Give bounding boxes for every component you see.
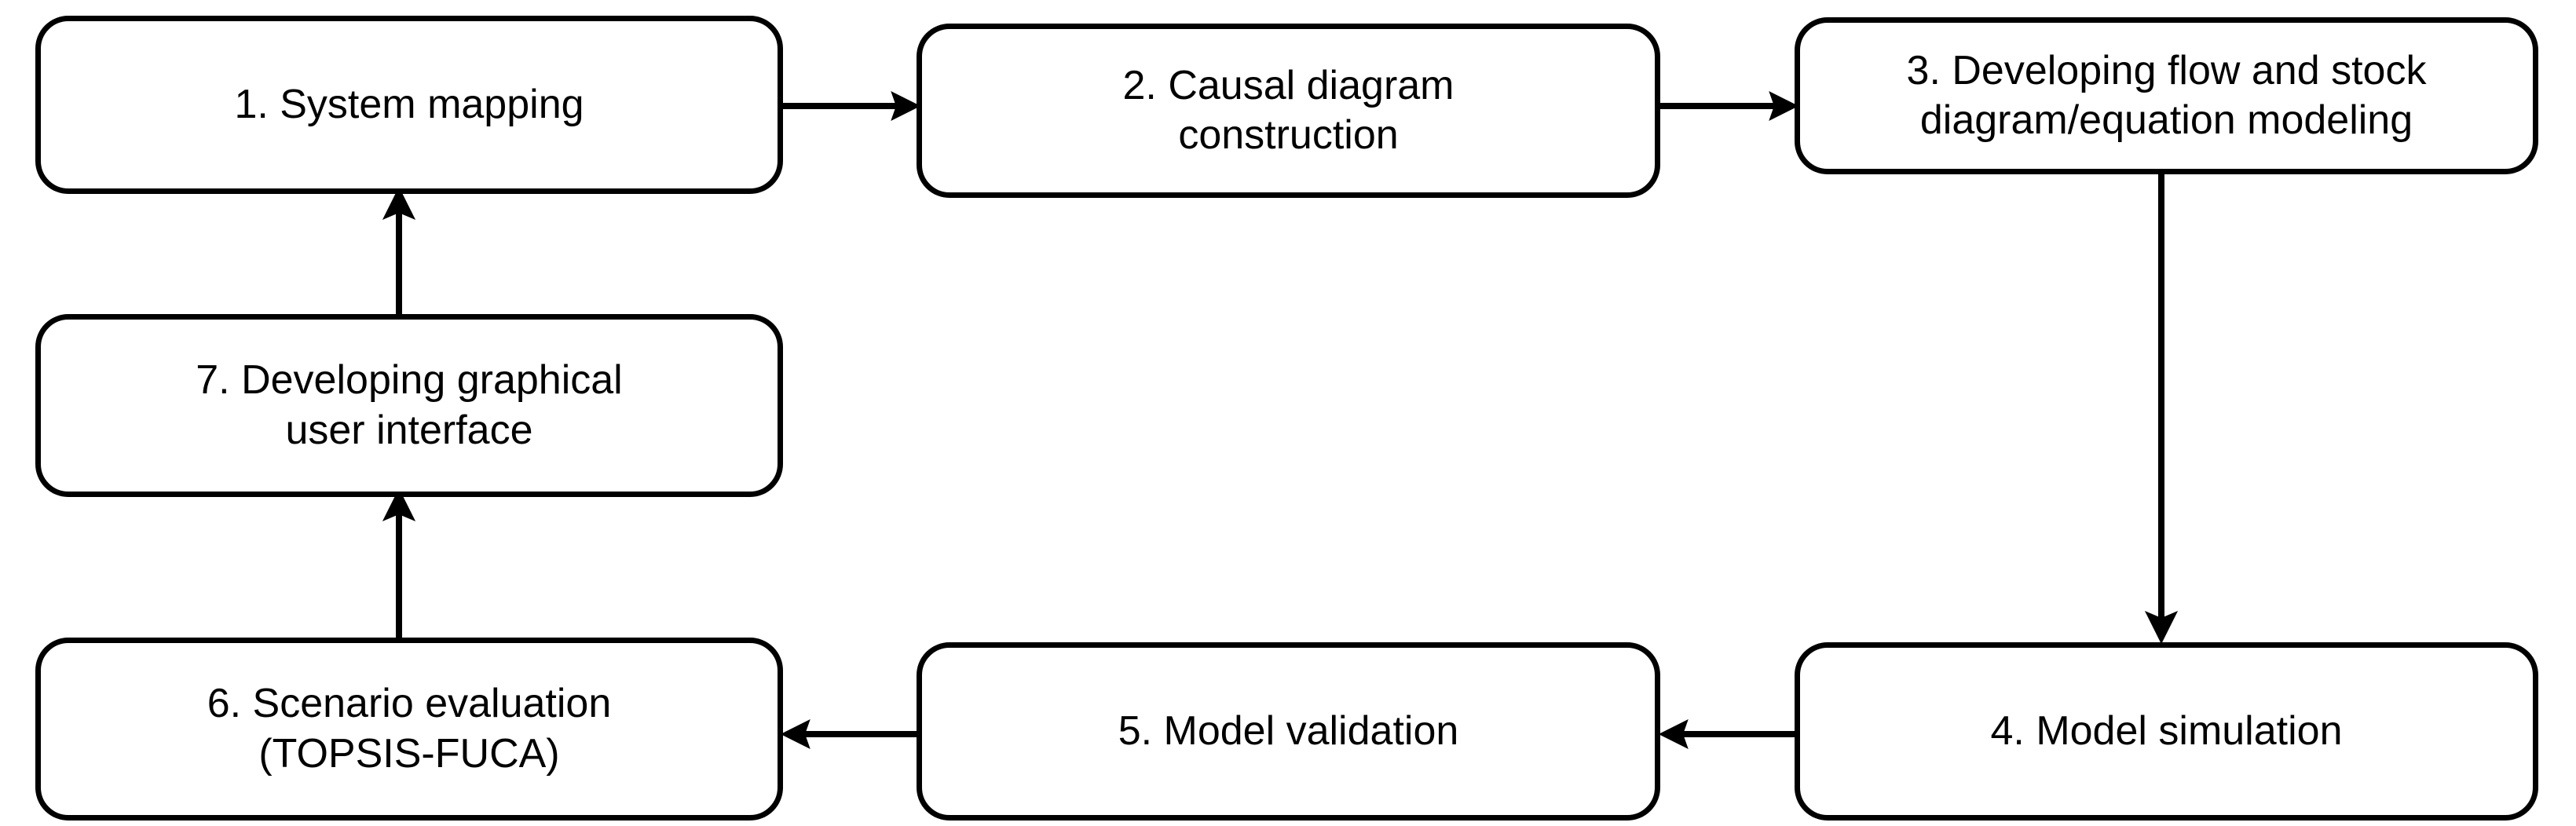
arrow-node1-to-node2: [778, 82, 927, 130]
node-7-label: 7. Developing graphical user interface: [196, 357, 623, 453]
node-3-label: 3. Developing flow and stock diagram/equ…: [1906, 47, 2427, 143]
node-4-label: 4. Model simulation: [1990, 707, 2343, 754]
node-6-label: 6. Scenario evaluation (TOPSIS-FUCA): [207, 681, 612, 777]
node-2-label: 2. Causal diagram construction: [1122, 62, 1454, 158]
node-2-causal-diagram-construction[interactable]: 2. Causal diagram construction: [917, 24, 1660, 198]
node-1-label: 1. System mapping: [234, 81, 584, 127]
node-7-developing-graphical-user-interface[interactable]: 7. Developing graphical user interface: [35, 314, 783, 497]
node-6-scenario-evaluation[interactable]: 6. Scenario evaluation (TOPSIS-FUCA): [35, 638, 783, 821]
node-5-label: 5. Model validation: [1118, 707, 1459, 754]
node-4-model-simulation[interactable]: 4. Model simulation: [1795, 642, 2538, 821]
node-1-system-mapping[interactable]: 1. System mapping: [35, 16, 783, 194]
arrow-node6-to-node7: [375, 487, 423, 648]
arrow-node7-to-node1: [375, 185, 423, 325]
node-5-model-validation[interactable]: 5. Model validation: [917, 642, 1660, 821]
arrow-node3-to-node4: [2138, 168, 2185, 651]
arrow-node2-to-node3: [1654, 82, 1803, 130]
arrow-node4-to-node5: [1654, 711, 1803, 758]
node-3-developing-flow-and-stock-diagram[interactable]: 3. Developing flow and stock diagram/equ…: [1795, 17, 2538, 174]
arrow-node5-to-node6: [776, 711, 925, 758]
